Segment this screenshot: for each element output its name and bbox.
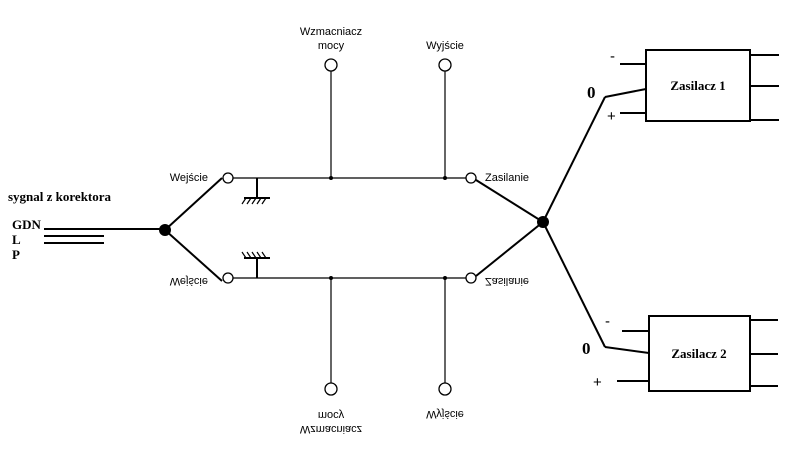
- supply2-name: Zasilacz 2: [671, 346, 726, 361]
- power-bottom-terminal: [465, 272, 477, 284]
- output-bottom-label: Wyjście: [426, 408, 464, 420]
- supply1-plus-label: +: [607, 108, 616, 125]
- amp-top-terminal: [324, 58, 338, 72]
- input-branch-top: [164, 177, 223, 231]
- input-branch-bottom: [164, 229, 223, 282]
- line-p-label: P: [12, 247, 20, 262]
- supply1-minus-label: -: [610, 48, 615, 65]
- power-top-terminal: [465, 172, 477, 184]
- output-bottom-terminal: [438, 382, 452, 396]
- input-cable: [44, 228, 165, 244]
- amp-top-label-line2: mocy: [318, 40, 345, 52]
- input-bottom-terminal: [222, 272, 234, 284]
- power-branch-bottom: [475, 221, 544, 277]
- input-top-label: Wejście: [170, 172, 208, 184]
- supply2-zero-label: 0: [582, 339, 591, 358]
- top-ground-icon: [241, 178, 270, 205]
- supply2-minus-label: -: [605, 313, 610, 330]
- amp-top-label-line1: Wzmacniacz: [300, 26, 362, 38]
- line-l-label: L: [12, 232, 21, 247]
- amp-bottom-label-line2: mocy: [318, 409, 345, 421]
- output-top-terminal: [438, 58, 452, 72]
- amp-bottom-label-line1: Wzmacniacz: [300, 423, 362, 435]
- power-bottom-label: Zasilanie: [485, 275, 529, 287]
- input-bottom-label: Wejście: [170, 275, 208, 287]
- supply2-feed-line: [542, 221, 606, 348]
- power-supply-1: Zasilacz 1 - 0 +: [587, 48, 779, 125]
- amp-top-tap-node: [329, 176, 333, 180]
- input-source-label: sygnal z korektora: [8, 189, 112, 204]
- power-supply-2: Zasilacz 2 - 0 +: [582, 313, 778, 392]
- supply2-plus-label: +: [593, 374, 602, 391]
- supply1-name: Zasilacz 1: [670, 78, 725, 93]
- power-branch-top: [475, 179, 544, 223]
- output-bottom-tap-node: [443, 276, 447, 280]
- input-top-terminal: [222, 172, 234, 184]
- output-top-tap-node: [443, 176, 447, 180]
- power-top-label: Zasilanie: [485, 172, 529, 184]
- output-top-label: Wyjście: [426, 40, 464, 52]
- amp-bottom-tap-node: [329, 276, 333, 280]
- line-gdn-label: GDN: [12, 217, 42, 232]
- supply1-feed-line: [542, 96, 606, 223]
- bottom-ground-icon: [241, 251, 270, 278]
- amp-bottom-terminal: [324, 382, 338, 396]
- supply1-zero-label: 0: [587, 83, 596, 102]
